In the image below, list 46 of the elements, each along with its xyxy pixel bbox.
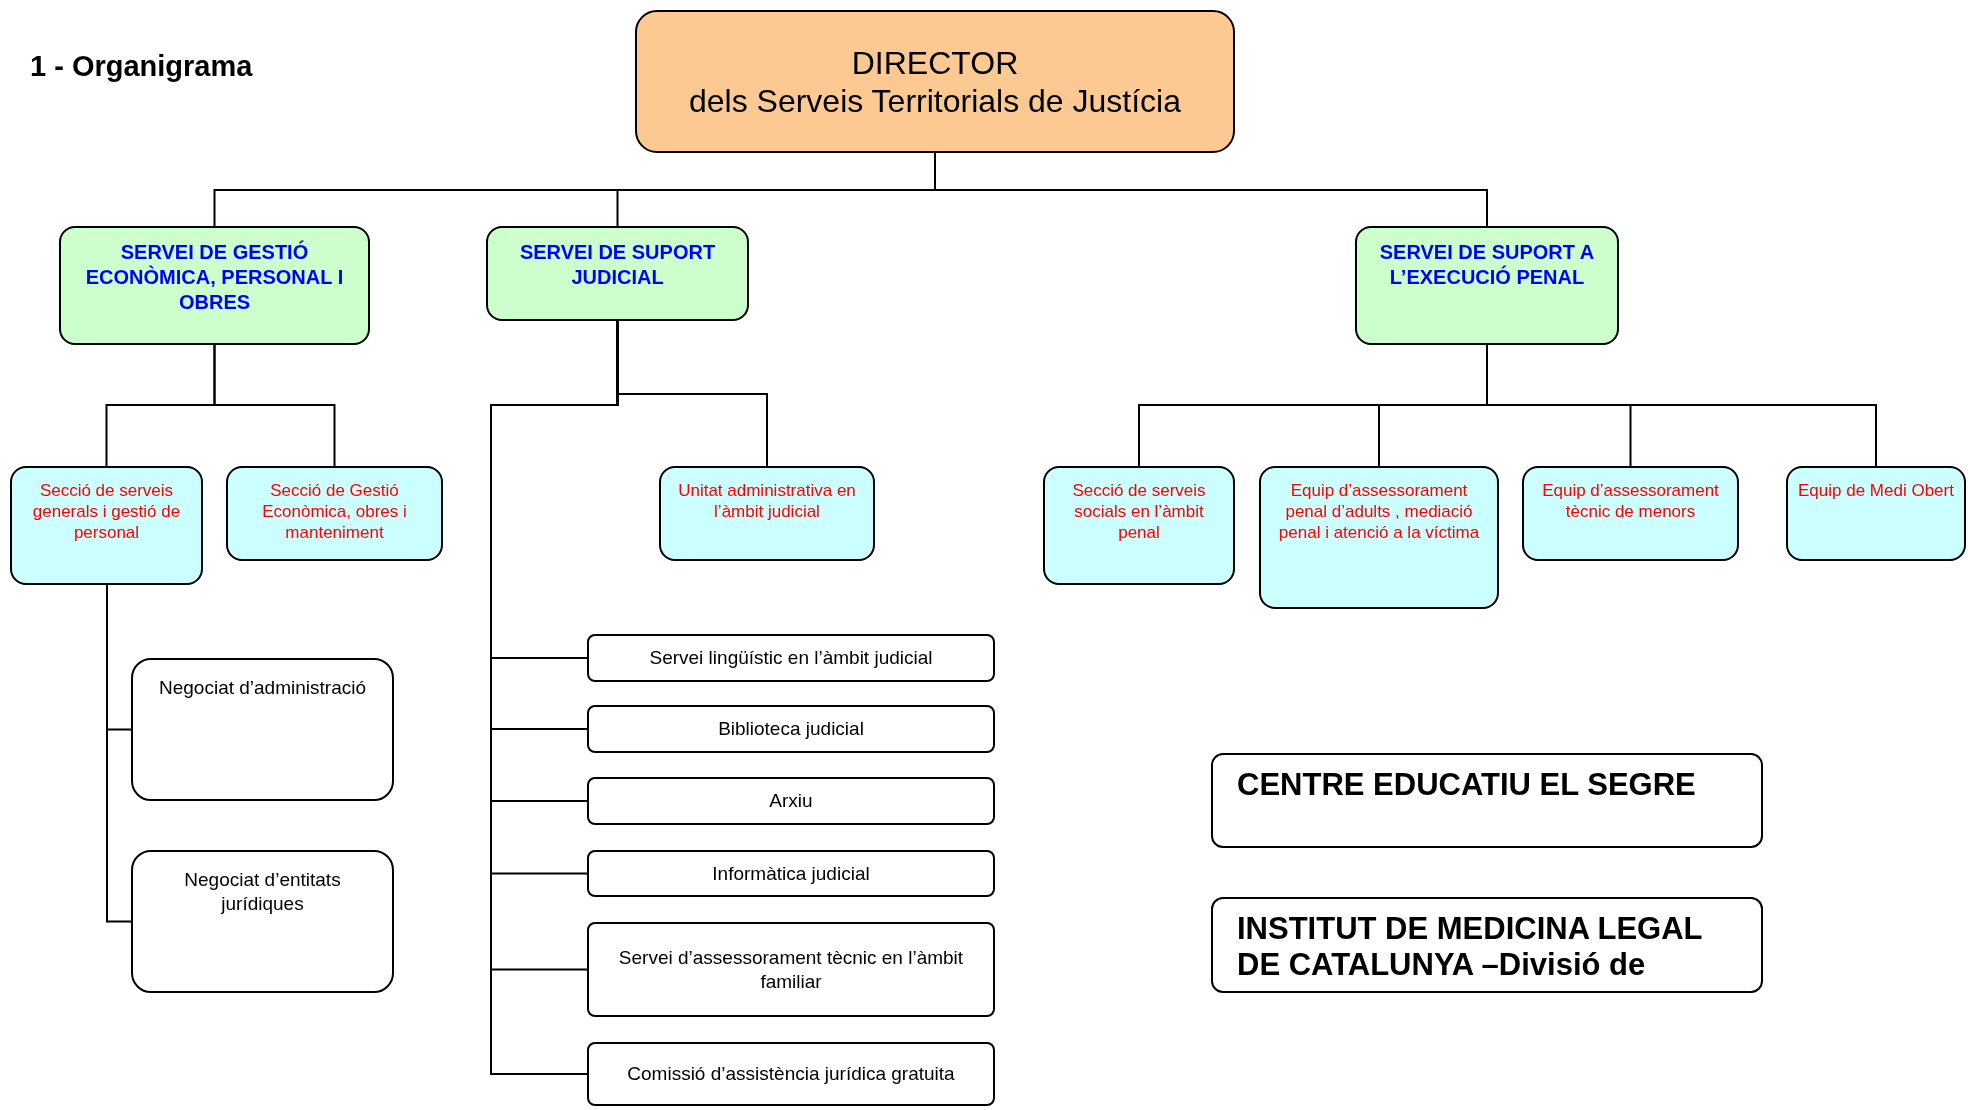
org-box xyxy=(59,226,370,345)
box-label: Servei d’assessorament tècnic en l’àmbit familiar xyxy=(617,945,965,994)
box-label: Negociat d’administració xyxy=(159,676,366,700)
box-label: Arxiu xyxy=(769,789,813,813)
org-box xyxy=(486,226,749,321)
box-label: Biblioteca judicial xyxy=(718,717,864,741)
org-box xyxy=(1786,466,1966,561)
org-box xyxy=(587,850,995,897)
box-label: Informàtica judicial xyxy=(712,861,870,886)
org-box xyxy=(635,10,1235,153)
org-box xyxy=(1211,753,1763,848)
org-box xyxy=(1355,226,1619,345)
org-box xyxy=(10,466,203,585)
box-label: Equip de Medi Obert xyxy=(1798,480,1954,501)
org-box xyxy=(1211,897,1763,993)
org-box xyxy=(131,658,394,801)
org-box xyxy=(226,466,443,561)
box-label: SERVEI DE SUPORT A L’EXECUCIÓ PENAL xyxy=(1378,240,1596,290)
box-label: CENTRE EDUCATIU EL SEGRE xyxy=(1237,767,1696,803)
box-label: Equip d’assessorament tècnic de menors xyxy=(1541,480,1720,522)
connector-line xyxy=(213,344,336,467)
org-box xyxy=(659,466,875,561)
box-label: Negociat d’entitats jurídiques xyxy=(183,868,342,916)
box-label: Servei lingüístic en l’àmbit judicial xyxy=(649,646,933,670)
org-box xyxy=(1043,466,1235,585)
connector-line xyxy=(106,584,132,923)
box-label: SERVEI DE SUPORT JUDICIAL xyxy=(518,240,717,290)
box-label: Equip d’assessorament penal d’adults , mediació penal i atenció a la víctima xyxy=(1277,480,1481,543)
org-box xyxy=(1259,466,1499,609)
org-box xyxy=(587,1042,995,1106)
box-label: SERVEI DE GESTIÓ ECONÒMICA, PERSONAL I OBRES xyxy=(84,240,345,315)
box-label: Secció de Gestió Econòmica, obres i manteniment xyxy=(261,480,408,543)
box-label: Secció de serveis socials en l’àmbit penal xyxy=(1071,480,1207,543)
box-label: INSTITUT DE MEDICINA LEGAL DE CATALUNYA –Divisió de xyxy=(1237,911,1703,983)
box-label: dels Serveis Territorials de Justícia xyxy=(688,81,1181,120)
org-box xyxy=(1522,466,1739,561)
org-box xyxy=(587,705,995,753)
org-box xyxy=(587,634,995,682)
org-box xyxy=(587,922,995,1017)
box-label: Comissió d’assistència jurídica gratuita xyxy=(627,1062,955,1086)
box-label: Secció de serveis generals i gestió de personal xyxy=(31,480,182,543)
box-label: Unitat administrativa en l’àmbit judicial xyxy=(677,480,857,522)
box-label: DIRECTOR xyxy=(851,43,1019,82)
org-box xyxy=(587,777,995,825)
page-title: 1 - Organigrama xyxy=(30,49,253,84)
org-box xyxy=(131,850,394,993)
